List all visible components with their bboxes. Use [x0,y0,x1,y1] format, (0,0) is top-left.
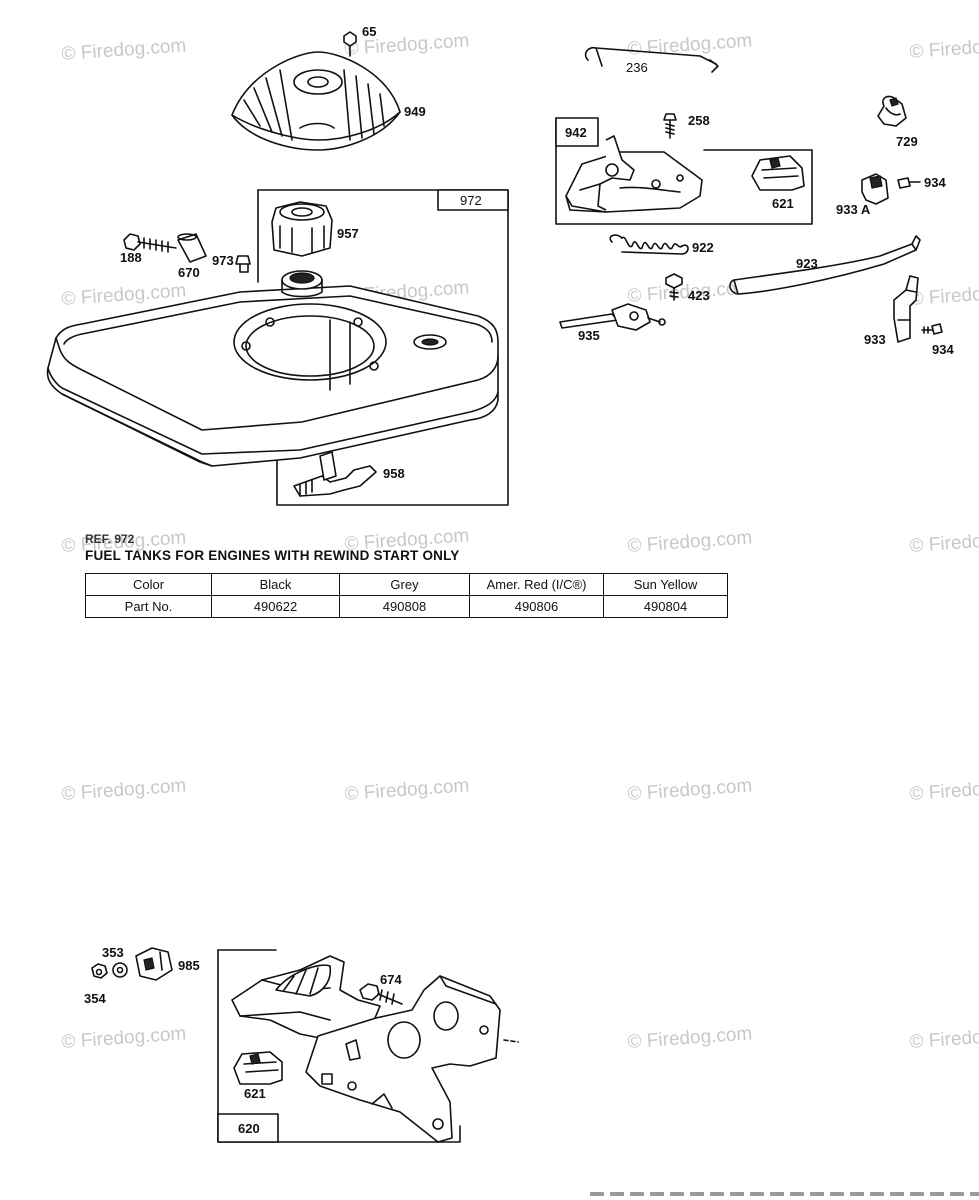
part-958-shutoff-valve: 958 [293,451,405,497]
part-65-screw: 65 [343,24,376,57]
part-942-control-bracket [565,135,703,213]
part-621-clip-bottom: 621 [233,1051,283,1101]
label-933: 933 [864,332,886,347]
part-923-governor-spring: 923 [729,235,921,295]
part-620-control-bracket [231,955,519,1143]
watermark: © Firedog.com [909,1023,979,1053]
watermark: © Firedog.com [61,1023,187,1053]
table-row: Part No. 490622 490808 490806 490804 [85,595,728,618]
watermark: © Firedog.com [909,33,979,63]
part-670-spacer: 670 [177,233,207,280]
label-674: 674 [380,972,402,987]
part-985-clip: 985 [135,947,200,981]
label-934-bottom: 934 [932,342,954,357]
label-353: 353 [102,945,124,960]
frame-620: 620 [217,949,461,1143]
part-973-fitting: 973 [212,253,251,273]
table-header-cell: Sun Yellow [603,573,728,596]
table-header-cell: Color [85,573,212,596]
label-972: 972 [460,193,482,208]
label-258: 258 [688,113,710,128]
label-949: 949 [404,104,426,119]
table-cell: 490808 [339,595,470,618]
watermark: © Firedog.com [61,35,187,65]
watermark: © Firedog.com [61,280,187,310]
table-cell: Part No. [85,595,212,618]
label-935: 935 [578,328,600,343]
watermark: © Firedog.com [909,775,979,805]
label-985: 985 [178,958,200,973]
table-header-cell: Grey [339,573,470,596]
part-934-screw-top: 934 [897,175,946,190]
label-354: 354 [84,991,106,1006]
watermark: © Firedog.com [344,775,470,805]
part-621-clip-top: 621 [751,155,805,211]
frame-942: 942 [555,117,813,225]
fuel-tank [46,270,499,467]
watermark: © Firedog.com [627,775,753,805]
label-958: 958 [383,466,405,481]
table-row: Color Black Grey Amer. Red (I/C®) Sun Ye… [85,573,728,596]
part-353-washer: 353 [102,945,128,978]
part-423-screw: 423 [665,273,710,303]
label-729: 729 [896,134,918,149]
watermark: © Firedog.com [627,1023,753,1053]
label-670: 670 [178,265,200,280]
part-258-screw: 258 [663,113,710,139]
label-236: 236 [626,60,648,75]
table-cell: 490622 [211,595,340,618]
part-188-bolt: 188 [120,233,177,265]
label-621-bottom: 621 [244,1086,266,1101]
table-header-cell: Black [211,573,340,596]
reference-note: REF. 972 [85,532,135,546]
watermark: © Firedog.com [627,527,753,557]
watermark: © Firedog.com [909,280,979,310]
table-cell: 490806 [469,595,604,618]
part-933-bracket: 933 [864,275,919,347]
part-236-link: 236 [584,46,719,75]
label-923: 923 [796,256,818,271]
label-922: 922 [692,240,714,255]
frame-972: 972 [257,189,509,506]
part-354-nut: 354 [84,963,108,1006]
part-935-throttle-lever: 935 [559,303,666,343]
watermark: © Firedog.com [61,775,187,805]
label-620: 620 [238,1121,260,1136]
label-973: 973 [212,253,234,268]
part-957-fuel-cap: 957 [271,201,359,257]
color-part-table: Color Black Grey Amer. Red (I/C®) Sun Ye… [85,573,728,618]
label-934-top: 934 [924,175,946,190]
table-cell: 490804 [603,595,728,618]
label-423: 423 [688,288,710,303]
label-621-top: 621 [772,196,794,211]
label-188: 188 [120,250,142,265]
label-957: 957 [337,226,359,241]
table-header-cell: Amer. Red (I/C®) [469,573,604,596]
part-922-spring: 922 [609,234,714,255]
part-729-clamp: 729 [877,95,918,149]
watermark: © Firedog.com [909,527,979,557]
watermark-layer: © Firedog.com © Firedog.com © Firedog.co… [61,30,979,1053]
part-934-screw-bottom: 934 [921,323,954,357]
label-942: 942 [565,125,587,140]
label-65: 65 [362,24,376,39]
part-674-bolt: 674 [359,972,403,1005]
part-933a-bracket: 933 A [836,173,889,217]
footer-divider [590,1192,979,1196]
part-949-screen: 949 [231,51,426,151]
label-933a: 933 A [836,202,871,217]
table-caption: FUEL TANKS FOR ENGINES WITH REWIND START… [85,548,460,563]
